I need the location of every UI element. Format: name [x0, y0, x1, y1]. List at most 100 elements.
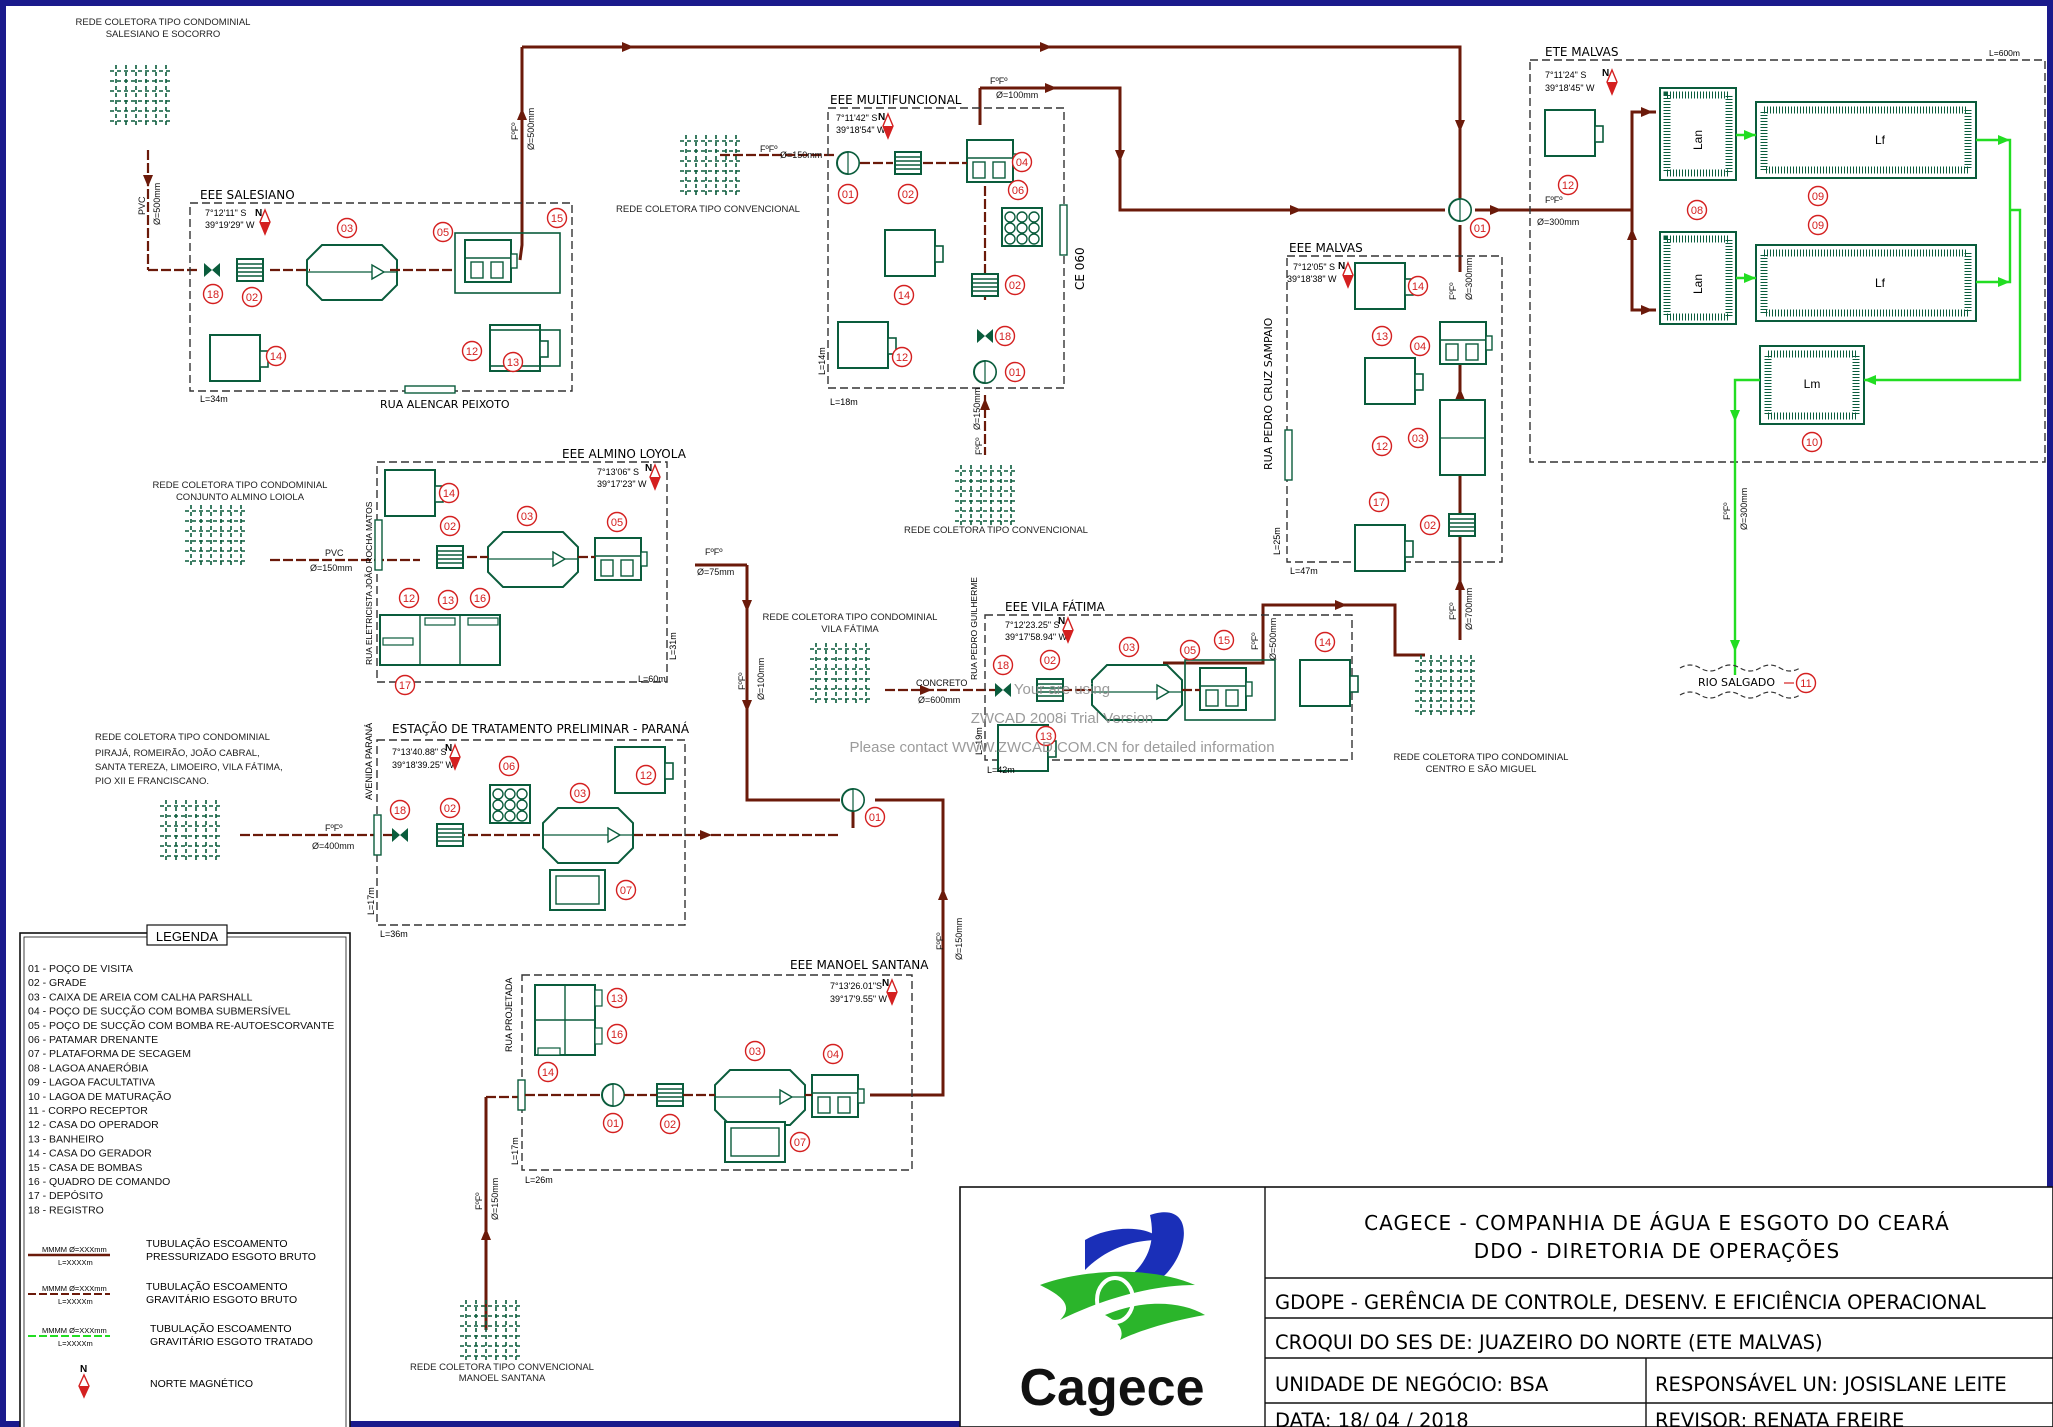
item-marker-circle	[394, 674, 416, 696]
almino-diml: L=60m	[638, 674, 666, 684]
grille-icon	[436, 823, 464, 847]
item-marker-circle	[1004, 361, 1026, 383]
vilafatima-diml: L=42m	[987, 765, 1015, 775]
legend-item: 15 - CASA DE BOMBAS	[28, 1162, 142, 1174]
item-marker-number: 02	[444, 803, 456, 815]
item-marker-number: 14	[443, 488, 455, 500]
station-multi-diml: L=18m	[830, 397, 858, 407]
item-marker-number: 15	[551, 213, 563, 225]
item-marker-number: 02	[902, 189, 914, 201]
item-marker-number: 06	[503, 761, 515, 773]
pipe-label-d150: Ø=150mm	[780, 150, 822, 160]
manoel-dimh: L=17m	[510, 1137, 520, 1165]
valve-icon	[995, 683, 1011, 697]
ete-coord2: 39°18'45" W	[1545, 83, 1595, 93]
item-marker-number: 13	[507, 357, 519, 369]
item-marker-circle	[1419, 514, 1441, 536]
pipe-labels: PVC Ø=500mm FºFº Ø=500mm FºFº Ø=150mm Fº…	[137, 76, 1749, 1220]
legend-pipe-len: L=XXXXm	[58, 1297, 93, 1306]
item-marker-circle	[893, 284, 915, 306]
legend-item: 10 - LAGOA DE MATURAÇÃO	[28, 1090, 171, 1103]
item-marker-number: 14	[898, 290, 910, 302]
item-marker-number: 01	[869, 812, 881, 824]
item-marker-number: 12	[403, 593, 415, 605]
tb-company2: DDO - DIRETORIA DE OPERAÇÕES	[1474, 1239, 1840, 1263]
item-marker-number: 03	[749, 1046, 761, 1058]
item-marker-circle	[1407, 427, 1429, 449]
legend-pipe1-l1: TUBULAÇÃO ESCOAMENTO	[146, 1237, 288, 1250]
pipe-label-ff: FºFº	[1722, 502, 1732, 520]
pond-lan-2: Lan	[1659, 231, 1737, 325]
station-vilafatima: EEE VILA FÁTIMA 7°12'23.25" S 39°17'58.9…	[969, 577, 1359, 775]
treated-effluent-arrows	[1730, 130, 2010, 652]
parana-street: AVENIDA PARANÁ	[364, 723, 374, 800]
legend-item: 08 - LAGOA ANAERÓBIA	[28, 1061, 148, 1074]
legend-pipe-len: L=XXXXm	[58, 1258, 93, 1267]
item-marker-number: 18	[207, 289, 219, 301]
pipe-label-ff: FºFº	[325, 823, 343, 833]
valve-icon	[392, 828, 408, 842]
pond-lan-label: Lan	[1691, 130, 1705, 150]
item-marker-circle	[336, 217, 358, 239]
item-marker-circle	[432, 221, 454, 243]
almino-coord1: 7°13'06" S	[597, 467, 639, 477]
pipe-label-d300: Ø=300mm	[1739, 488, 1749, 530]
network-parana-grid	[159, 799, 221, 863]
item-marker-number: 03	[574, 788, 586, 800]
item-marker-circle	[265, 345, 287, 367]
network-parana-l4: PIO XII E FRANCISCANO.	[95, 776, 209, 787]
network-salesiano-l2: SALESIANO E SOCORRO	[106, 29, 221, 40]
pipe-label-d75: Ø=75mm	[697, 567, 734, 577]
manoel-title: EEE MANOEL SANTANA	[790, 958, 929, 972]
pipe-label-d150: Ø=150mm	[310, 563, 352, 573]
north-arrow-icon	[1601, 67, 1618, 95]
legend-item: 12 - CASA DO OPERADOR	[28, 1119, 159, 1131]
pipe-label-d400: Ø=400mm	[312, 841, 354, 851]
pond-lan-1: Lan	[1659, 87, 1737, 181]
item-marker-circle	[498, 755, 520, 777]
valve-icon	[977, 329, 993, 343]
network-parana-l1: REDE COLETORA TIPO CONDOMINIAL	[95, 732, 270, 743]
item-marker-number: 09	[1812, 191, 1824, 203]
item-marker-circle	[502, 351, 524, 373]
station-almino: EEE ALMINO LOYOLA 7°13'06" S 39°17'23" W…	[364, 447, 687, 684]
pipe-label-d300: Ø=300mm	[1464, 258, 1474, 300]
station-salesiano-coord1: 7°12'11" S	[205, 208, 246, 218]
network-salesiano-l1: REDE COLETORA TIPO CONDOMINIAL	[76, 17, 251, 28]
river-label: RIO SALGADO	[1698, 676, 1775, 689]
station-parana: ESTAÇÃO DE TRATAMENTO PRELIMINAR - PARAN…	[364, 721, 690, 939]
pump-well-icon	[464, 239, 518, 283]
valve-icon	[204, 263, 220, 277]
item-marker-circle	[1469, 217, 1491, 239]
item-marker-circle	[994, 325, 1016, 347]
manhole-icon	[973, 360, 997, 384]
pipe-label-d700: Ø=700mm	[1464, 588, 1474, 630]
station-salesiano-diml: L=34m	[200, 394, 228, 404]
grille-icon	[236, 258, 264, 282]
raw-sewage-pipes	[484, 45, 1656, 1330]
network-salesiano-grid	[109, 64, 171, 128]
item-marker-number: 14	[1412, 281, 1424, 293]
item-marker-number: 12	[466, 346, 478, 358]
item-marker-circle	[789, 1131, 811, 1153]
pipe-label-ff: FºFº	[474, 1192, 484, 1210]
generator-house-icon	[1299, 659, 1359, 707]
item-marker-number: 13	[1376, 331, 1388, 343]
item-marker-number: 12	[896, 352, 908, 364]
manoel-diml: L=26m	[525, 1175, 553, 1185]
watermark-line3: Please contact WWW.ZWCAD.COM.CN for deta…	[849, 739, 1274, 756]
item-marker-number: 05	[611, 517, 623, 529]
network-multi-left-grid	[679, 134, 741, 198]
item-marker-circle	[461, 340, 483, 362]
item-marker-circle	[1314, 631, 1336, 653]
grit-chamber-icon	[714, 1069, 806, 1126]
item-marker-number: 03	[1412, 433, 1424, 445]
item-marker-number: 01	[842, 189, 854, 201]
item-marker-number: 03	[341, 223, 353, 235]
network-almino-grid	[184, 504, 246, 568]
item-marker-circle	[1407, 275, 1429, 297]
watermark-line1: Your are using	[1014, 681, 1110, 698]
item-marker-number: 10	[1806, 437, 1818, 449]
pipe-label-d500: Ø=500mm	[152, 183, 162, 225]
